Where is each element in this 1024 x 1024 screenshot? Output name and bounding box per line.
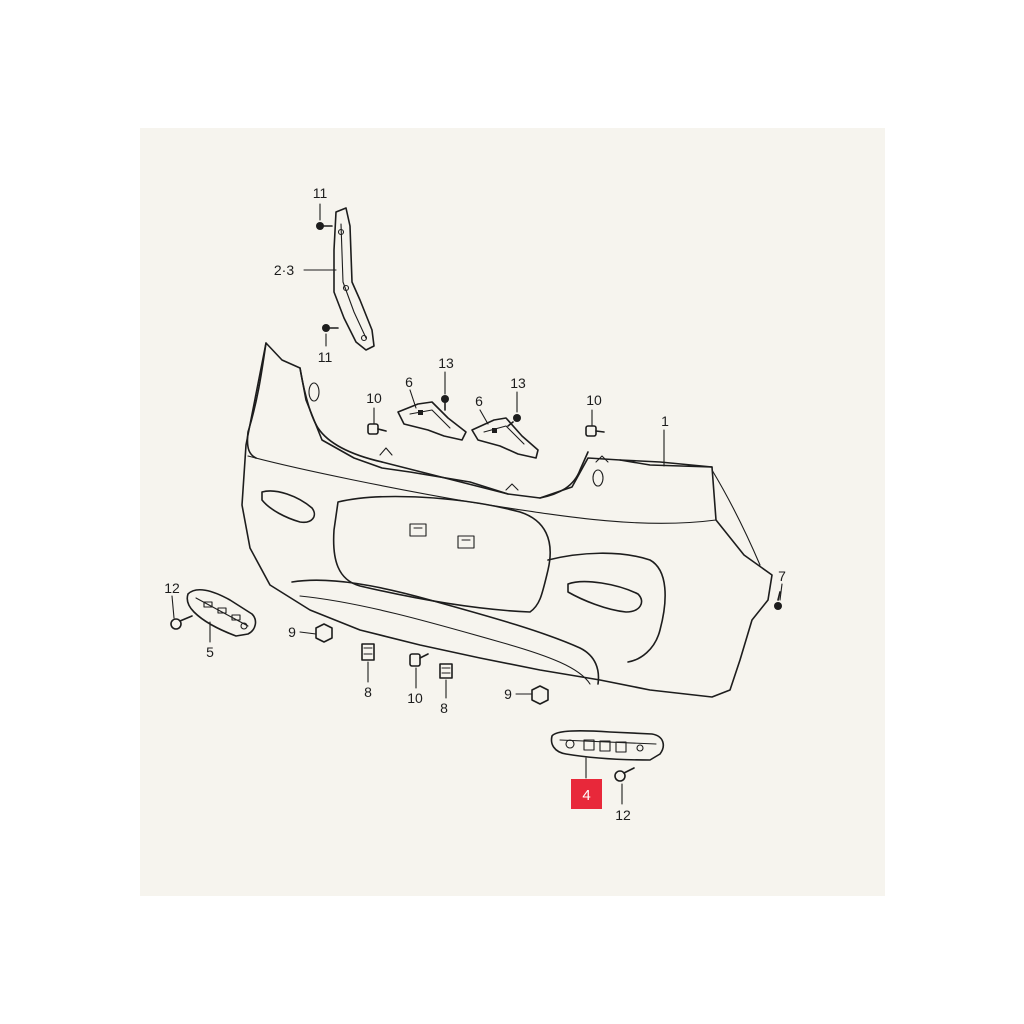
callout-5: 5 (206, 644, 214, 660)
callout-12-left: 12 (164, 580, 180, 596)
part-5-left-reflector-bracket[interactable] (186, 588, 257, 637)
callout-10-right: 10 (586, 392, 602, 408)
callout-6-right: 6 (475, 393, 483, 409)
callout-7: 7 (778, 568, 786, 584)
callout-6-left: 6 (405, 374, 413, 390)
callout-9-right: 9 (504, 686, 512, 702)
leader-lines (171, 203, 783, 805)
part-8-clip-right[interactable] (439, 663, 453, 679)
part-6-bracket-left[interactable] (397, 401, 467, 441)
part-10-clip-bottom[interactable] (409, 653, 429, 667)
callout-4-highlight[interactable]: 4 (571, 779, 602, 809)
part-1-bumper-cover[interactable] (241, 342, 773, 698)
part-6-bracket-right[interactable] (471, 417, 539, 459)
part-10-clip-left[interactable] (367, 423, 387, 435)
callout-1: 1 (661, 413, 669, 429)
callout-4: 4 (582, 787, 590, 804)
part-13-screw-right[interactable] (507, 414, 521, 427)
part-10-clip-right[interactable] (585, 425, 605, 437)
callout-9-left: 9 (288, 624, 296, 640)
part-13-screw-left[interactable] (441, 395, 449, 411)
part-8-clip-left[interactable] (361, 643, 375, 661)
highlight-box (571, 779, 602, 809)
part-2-3-side-bracket[interactable] (333, 207, 375, 351)
callout-10-bottom: 10 (407, 690, 423, 706)
callout-2-3: 2·3 (274, 262, 294, 278)
callout-8-left: 8 (364, 684, 372, 700)
part-9-nut-right[interactable] (531, 685, 549, 705)
part-12-screw-right[interactable] (614, 767, 635, 782)
part-11-screw-top[interactable] (316, 222, 333, 230)
part-11-screw-lower[interactable] (322, 324, 339, 332)
part-4-right-reflector-bracket[interactable] (550, 730, 665, 761)
callout-12-right: 12 (615, 807, 631, 823)
callout-13-right: 13 (510, 375, 526, 391)
callout-labels: 11 2·3 11 6 13 6 13 10 10 1 7 12 5 9 8 1… (164, 185, 786, 823)
callout-13-left: 13 (438, 355, 454, 371)
callout-11-lower: 11 (318, 349, 333, 365)
part-7-screw[interactable] (774, 591, 782, 610)
callout-8-right: 8 (440, 700, 448, 716)
part-12-screw-left[interactable] (170, 615, 193, 630)
callout-10-left: 10 (366, 390, 382, 406)
callout-11-top: 11 (313, 185, 328, 201)
part-9-nut-left[interactable] (315, 623, 333, 643)
